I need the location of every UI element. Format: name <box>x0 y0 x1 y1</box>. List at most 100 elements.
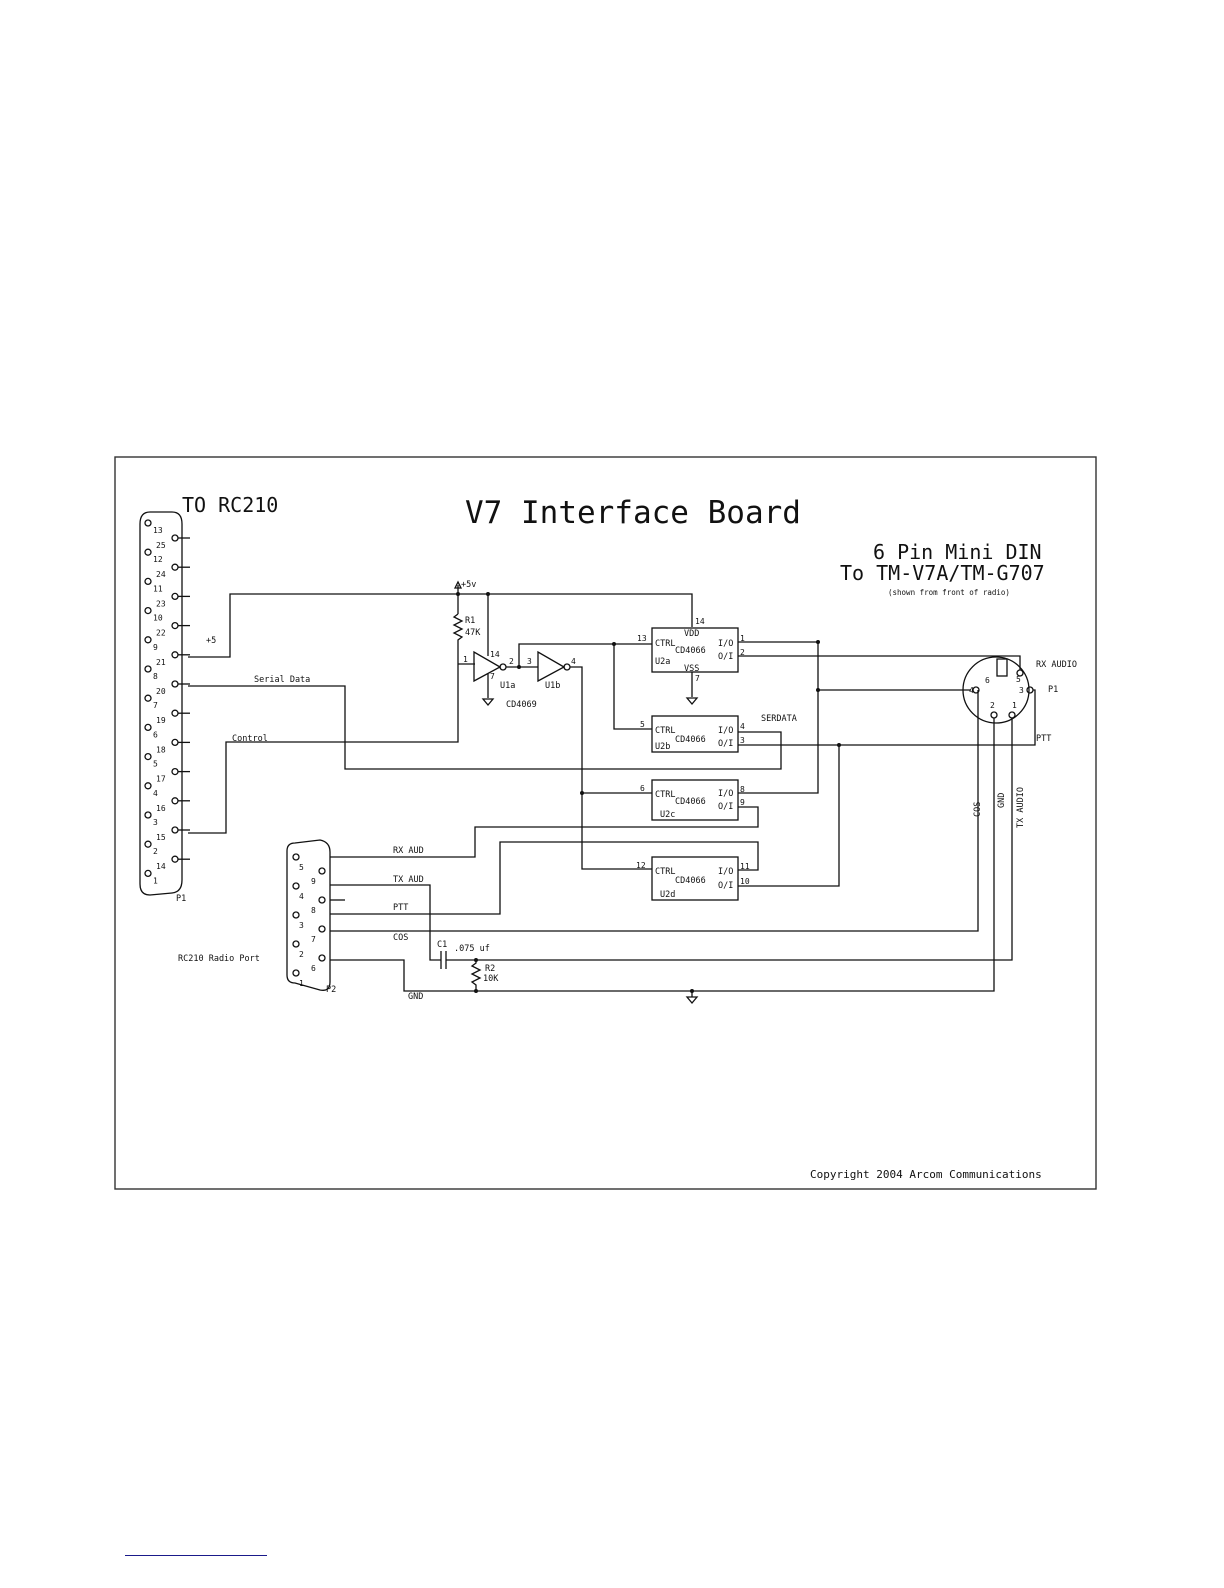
db9-caption: RC210 Radio Port <box>178 954 260 964</box>
db25-pin-label: 21 <box>156 658 166 667</box>
u2b-oi: O/I <box>718 739 733 749</box>
u2d-io: I/O <box>718 867 733 877</box>
u2d-oi-pin: 10 <box>740 877 750 886</box>
u2d-part: CD4066 <box>675 876 706 886</box>
din-label-tx-audio: TX AUDIO <box>1016 787 1026 828</box>
din-label-ptt: PTT <box>1036 734 1051 744</box>
u2b-io-pin: 4 <box>740 722 745 731</box>
u2c-io-pin: 8 <box>740 785 745 794</box>
u2a-ref: U2a <box>655 657 670 667</box>
u2d-io-pin: 11 <box>740 862 750 871</box>
db25-pin-label: 5 <box>153 760 158 769</box>
net-rx-aud: RX AUD <box>393 846 424 856</box>
db25-pin <box>144 577 152 586</box>
u2b-ref: U2b <box>655 742 670 752</box>
db9-pin <box>292 882 300 890</box>
net-gnd: GND <box>408 992 423 1002</box>
db25-pin-label: 15 <box>156 833 166 842</box>
db25-pin-label: 8 <box>153 672 158 681</box>
db25-pin <box>144 782 152 790</box>
db25-pin-label: 16 <box>156 804 166 813</box>
db25-pin <box>171 797 179 805</box>
r2-ref: R2 <box>485 964 495 974</box>
u2b-oi-pin: 3 <box>740 736 745 745</box>
u1-part: CD4069 <box>506 700 537 710</box>
db25-pin <box>144 665 152 673</box>
schematic-title: V7 Interface Board <box>465 495 801 531</box>
db9-pin-label: 4 <box>299 892 304 901</box>
u1a-vss-pin: 7 <box>490 672 495 681</box>
db25-pin <box>144 694 152 702</box>
u2c-oi-pin: 9 <box>740 798 745 807</box>
din-header-note: (shown from front of radio) <box>888 588 1010 597</box>
net-serial-data: Serial Data <box>254 675 310 685</box>
u2a-ctrl-pin: 13 <box>637 634 647 643</box>
db9-pin-label: 7 <box>311 935 316 944</box>
u1b-in-pin: 3 <box>527 657 532 666</box>
db9-pin-label: 1 <box>299 979 304 988</box>
db25-pin <box>171 855 179 863</box>
db25-pin <box>171 621 179 630</box>
db9-pin <box>292 853 300 861</box>
net-control: Control <box>232 734 268 744</box>
db25-pin-label: 13 <box>153 526 163 535</box>
db25-ref: P1 <box>176 894 186 904</box>
db25-pin <box>171 680 179 688</box>
net-ptt: PTT <box>393 903 408 913</box>
u1a-gate <box>473 650 502 683</box>
db25-pin-label: 12 <box>153 555 163 564</box>
db25-pin-label: 20 <box>156 687 166 696</box>
db25-pin-label: 3 <box>153 818 158 827</box>
db25-pin-label: 9 <box>153 643 158 652</box>
u2a-io-pin: 1 <box>740 634 745 643</box>
db25-connector: 1312111098765432125242322212019181716151… <box>139 511 190 904</box>
switch-u2d: CTRL CD4066 I/O O/I U2d 12 11 10 <box>636 856 750 901</box>
db25-pin-label: 6 <box>153 730 158 739</box>
db25-pin <box>144 723 152 732</box>
db25-pin-label: 19 <box>156 716 166 725</box>
db25-pin <box>171 826 179 834</box>
u1a-out-pin: 2 <box>509 657 514 666</box>
din-pin-3: 3 <box>1019 686 1024 695</box>
db25-pin-label: 25 <box>156 541 166 550</box>
u2c-io: I/O <box>718 789 733 799</box>
din-pin-6: 6 <box>985 676 990 685</box>
db25-pin <box>144 519 152 527</box>
u2c-ctrl-pin: 6 <box>640 784 645 793</box>
u1b-gate <box>537 650 566 683</box>
db9-ref: P2 <box>326 985 336 995</box>
db25-pin-label: 24 <box>156 570 166 579</box>
db25-pin <box>144 840 152 848</box>
u2a-vdd: VDD <box>684 629 699 639</box>
din-label-gnd: GND <box>997 793 1007 808</box>
db9-pin <box>318 867 326 875</box>
db25-pin-label: 4 <box>153 789 158 798</box>
db9-pin-label: 3 <box>299 921 304 930</box>
db25-pin <box>171 738 179 747</box>
u2b-part: CD4066 <box>675 735 706 745</box>
u1a-vdd-pin: 14 <box>490 650 500 659</box>
db9-pin <box>318 954 326 962</box>
din-header-line2: To TM-V7A/TM-G707 <box>840 561 1045 585</box>
r1-ref: R1 <box>465 616 475 626</box>
switch-u2a: CTRL CD4066 I/O O/I U2a VDD VSS 13 1 2 1… <box>637 617 745 683</box>
u1b-out-pin: 4 <box>571 657 576 666</box>
db25-pin-label: 1 <box>153 876 158 885</box>
db9-pin-label: 6 <box>311 964 316 973</box>
db25-pin <box>144 752 152 761</box>
db25-pin <box>171 709 179 717</box>
db25-pin-label: 2 <box>153 847 158 856</box>
footnote-separator <box>125 1555 267 1556</box>
u2b-ctrl-pin: 5 <box>640 720 645 729</box>
db25-pin <box>171 651 179 659</box>
switch-u2b: CTRL CD4066 I/O O/I U2b 5 4 3 SERDATA <box>640 714 797 753</box>
din-pin-2: 2 <box>990 701 995 710</box>
net-cos: COS <box>393 933 408 943</box>
u2c-part: CD4066 <box>675 797 706 807</box>
db9-pin <box>318 896 326 904</box>
u2a-oi: O/I <box>718 652 733 662</box>
din-label-rx-audio: RX AUDIO <box>1036 660 1077 670</box>
